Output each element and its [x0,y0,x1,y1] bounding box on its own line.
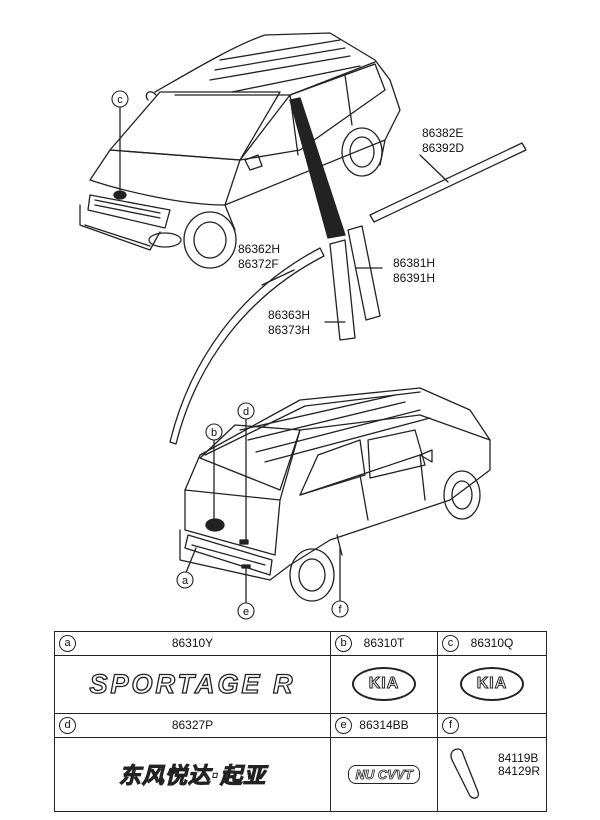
kia-oval-icon: KIA [460,667,524,701]
cell-d-code: 86327P [171,718,214,732]
marker-b: b [211,427,217,439]
cell-e-header: e 86314BB [331,714,437,738]
marker-e-circle [237,602,255,620]
cell-f-code-1: 84119B [497,751,539,765]
kia-oval-icon: KIA [352,667,416,701]
kia-emblem-front-text: KIA [476,675,508,693]
cell-b-header: b 86310T [331,632,437,656]
callout-86373H: 86373H [268,323,310,337]
cell-b: b 86310T KIA [331,632,437,713]
cell-c-code: 86310Q [470,636,514,650]
cell-c-header: c 86310Q [438,632,546,656]
kia-emblem-rear-text: KIA [368,675,400,693]
rear-vehicle-illustration [179,387,491,602]
table-row-divider [55,713,546,714]
dongfeng-yueda-kia-emblem-text: 东风悦达·起亚 [118,764,267,790]
callout-86391H: 86391H [393,271,435,285]
callout-86382E: 86382E [422,126,463,140]
sportage-r-emblem: SPORTAGE R [55,656,330,712]
marker-c-circle [111,90,129,108]
callout-86381H: 86381H [393,256,435,270]
marker-b-circle [205,423,223,441]
nu-cvvt-emblem: NU CVVT [331,738,437,810]
table-col-divider [330,713,331,811]
kia-emblem-rear: KIA [331,656,437,712]
nu-cvvt-emblem-text: NU CVVT [348,764,420,784]
marker-f: f [338,604,342,616]
parts-diagram: c b d a e f 86382E 86392D 86362H 86372F … [79,32,527,620]
table-col-divider [330,632,331,713]
cell-d-header: d 86327P [55,714,330,738]
table-col-divider [437,632,438,713]
cell-f-code-2: 84129R [497,764,540,778]
cell-e: e 86314BB NU CVVT [331,714,437,811]
marker-e: e [243,606,249,618]
cell-c-letter: c [442,635,459,652]
cell-f-codes: 84119B 84129R [498,752,540,778]
cell-d-letter: d [59,717,76,734]
dongfeng-yueda-kia-emblem: 东风悦达·起亚 [55,738,330,810]
cell-b-letter: b [335,635,352,652]
cell-f-header: f [438,714,546,738]
marker-a-circle [176,571,194,589]
callout-86362H: 86362H [238,242,280,256]
cell-e-letter: e [335,717,352,734]
marker-c: c [117,94,123,106]
kia-emblem-front: KIA [438,656,546,712]
callout-86363H: 86363H [268,308,310,322]
cell-a-code: 86310Y [171,636,214,650]
callout-86372F: 86372F [238,257,279,271]
cell-b-code: 86310T [363,636,405,650]
cell-a-header: a 86310Y [55,632,330,656]
cell-a-letter: a [59,635,76,652]
emblem-parts-table: a 86310Y SPORTAGE R b 86310T KIA c 86310… [54,631,547,812]
cell-e-code: 86314BB [359,718,409,732]
table-col-divider [437,713,438,811]
cell-c: c 86310Q KIA [438,632,546,713]
sportage-r-emblem-text: SPORTAGE R [89,668,296,699]
marker-f-circle [331,600,349,618]
side-garnish-piece-icon [450,748,480,799]
cell-d: d 86327P 东风悦达·起亚 [55,714,330,811]
callout-86392D: 86392D [422,141,464,155]
front-vehicle-illustration [79,32,401,269]
cell-f: f 84119B 84129R [438,714,546,811]
marker-d-circle [237,402,255,420]
marker-a: a [182,575,189,587]
cell-f-letter: f [442,717,459,734]
marker-d: d [243,406,249,418]
cell-a: a 86310Y SPORTAGE R [55,632,330,713]
